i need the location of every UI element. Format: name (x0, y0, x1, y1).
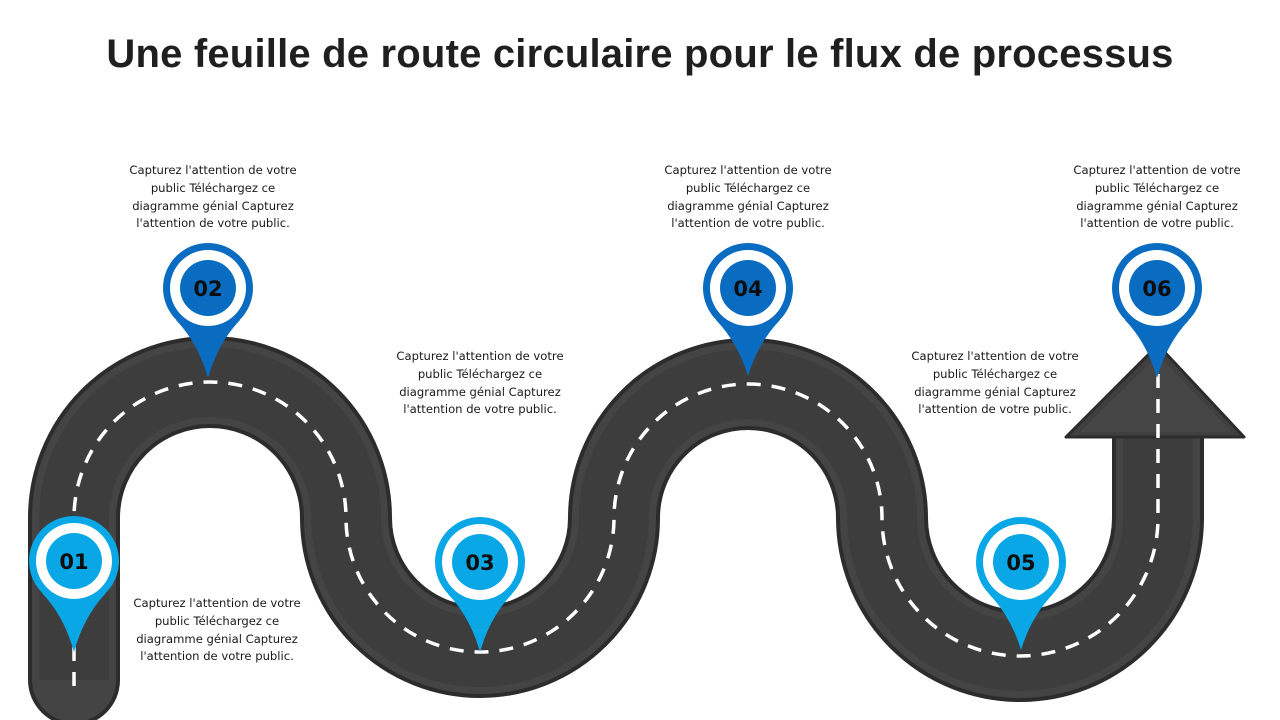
step-05-description: Capturez l'attention de votre public Tél… (911, 349, 1079, 417)
step-04-description: Capturez l'attention de votre public Tél… (664, 163, 832, 231)
step-number-05: 05 (1006, 551, 1035, 575)
pin-inner-disc (452, 534, 508, 590)
location-pin-02: 02 (163, 243, 253, 378)
step-03-description: Capturez l'attention de votre public Tél… (396, 349, 564, 417)
step-01-description: Capturez l'attention de votre public Tél… (133, 596, 301, 664)
lane-marking (72, 370, 1160, 686)
step-02-description: Capturez l'attention de votre public Tél… (129, 163, 297, 231)
step-number-04: 04 (733, 277, 762, 301)
pin-tail-icon (448, 594, 512, 652)
pin-tail-icon (176, 320, 240, 378)
step-number-01: 01 (59, 550, 88, 574)
location-pin-06: 06 (1112, 243, 1202, 378)
pin-tail-icon (716, 320, 780, 376)
pin-inner-disc (720, 260, 776, 316)
pin-tail-icon (989, 594, 1053, 650)
pin-inner-disc (1129, 260, 1185, 316)
page-title: Une feuille de route circulaire pour le … (106, 32, 1174, 76)
pin-tail-icon (1125, 320, 1189, 378)
pin-inner-disc (180, 260, 236, 316)
pin-inner-disc (993, 534, 1049, 590)
road-arrow-bevel (1080, 355, 1232, 432)
pin-tail-icon (42, 593, 106, 652)
step-number-02: 02 (193, 277, 222, 301)
step-number-03: 03 (465, 551, 494, 575)
location-pin-04: 04 (703, 243, 793, 376)
step-number-06: 06 (1142, 277, 1171, 301)
step-06-description: Capturez l'attention de votre public Tél… (1073, 163, 1241, 231)
location-pin-01: 01 (29, 516, 119, 652)
pin-inner-disc (46, 533, 102, 589)
location-pin-05: 05 (976, 517, 1066, 650)
location-pin-03: 03 (435, 517, 525, 652)
